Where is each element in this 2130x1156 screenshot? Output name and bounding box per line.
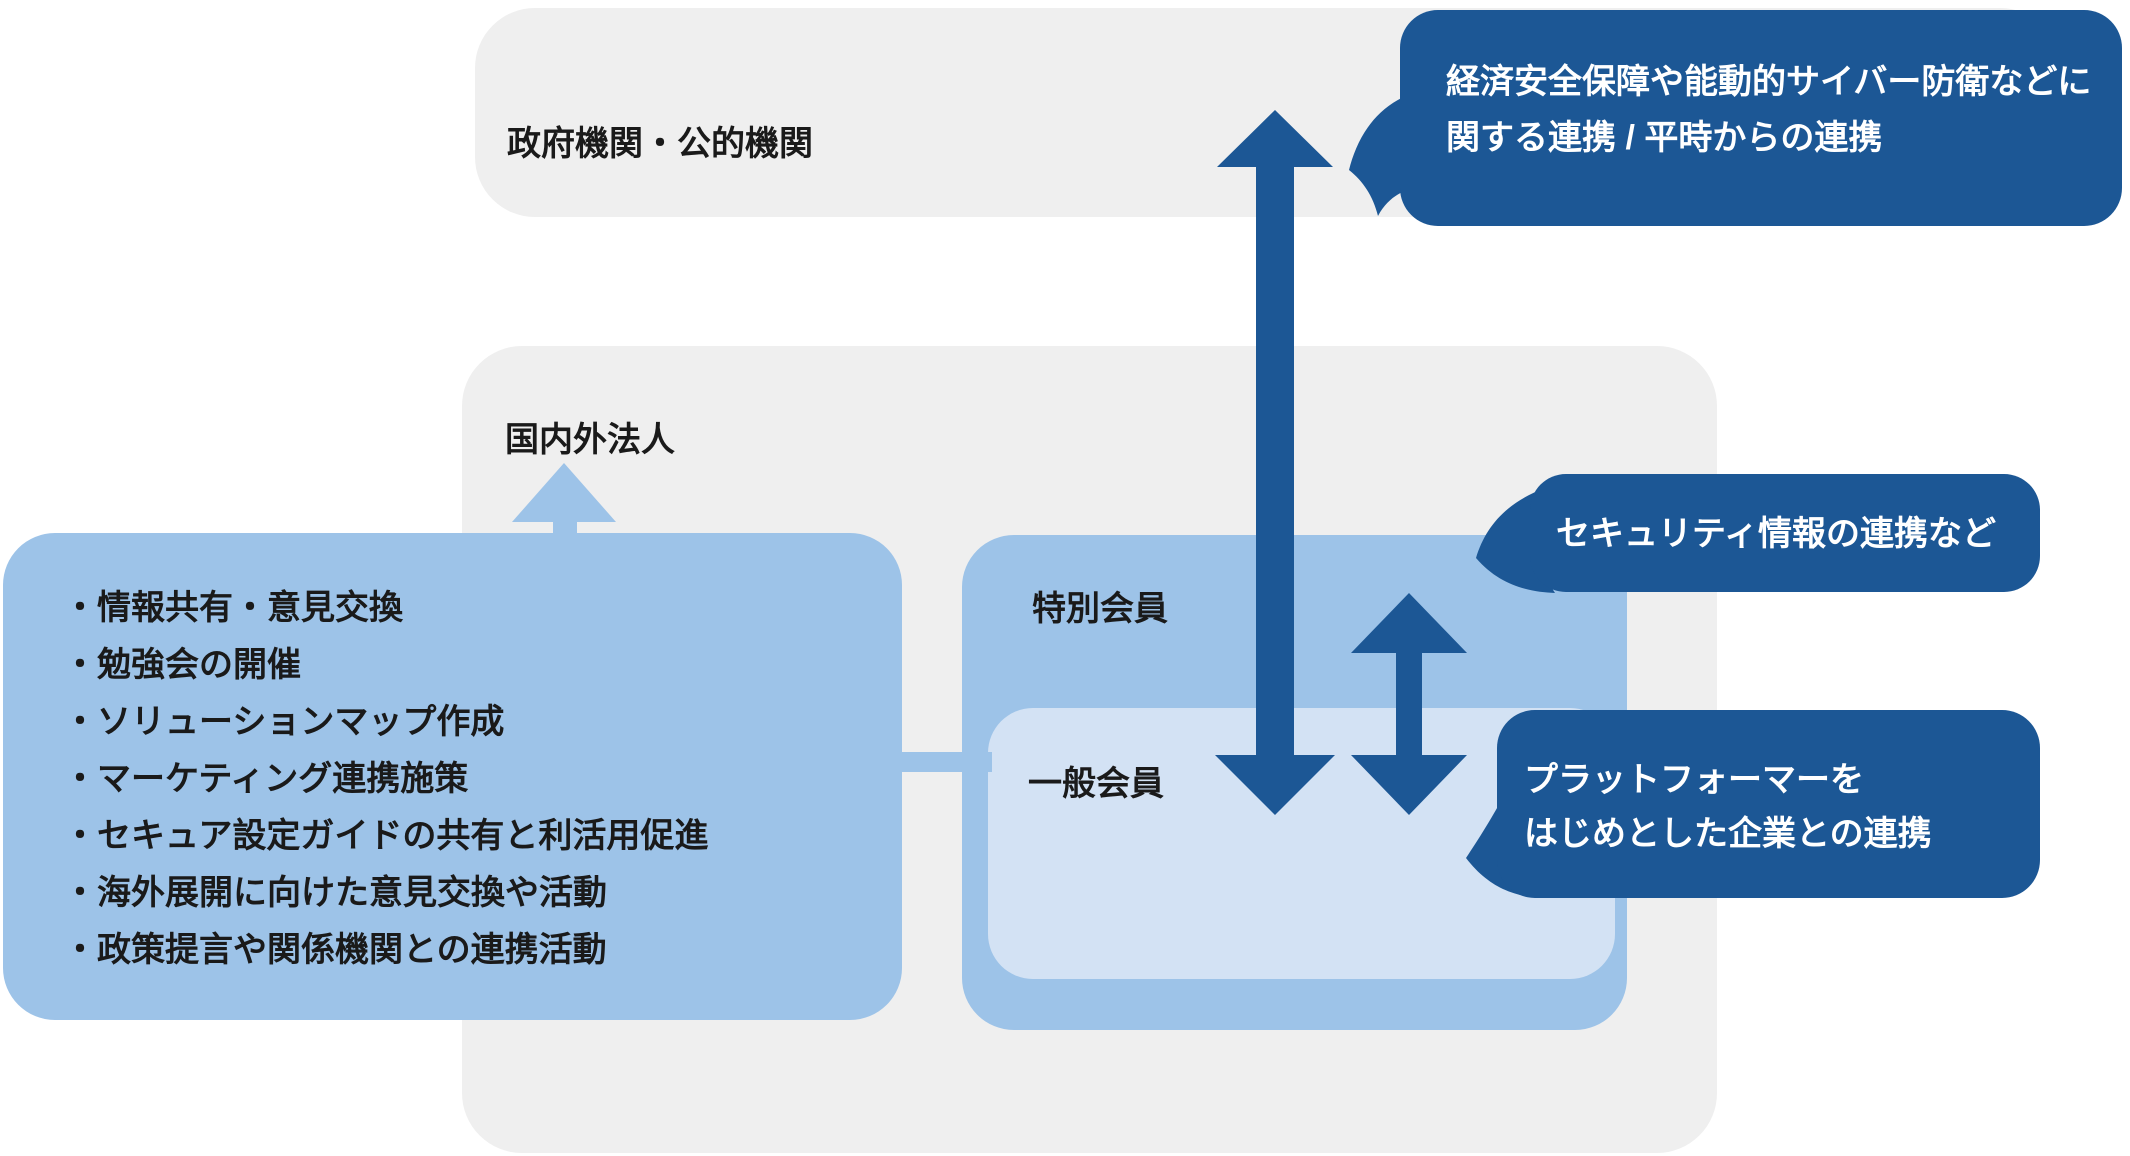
activities-box <box>3 533 902 1020</box>
platformer-bubble <box>1497 710 2040 898</box>
platformer-bubble-line2: はじめとした企業との連携 <box>1524 815 1932 853</box>
security-info-bubble-text: セキュリティ情報の連携など <box>1556 515 1996 553</box>
activities-item-5: ・セキュア設定ガイドの共有と利活用促進 <box>63 817 709 855</box>
general-member-label: 一般会員 <box>1028 765 1164 803</box>
activities-member-connector <box>896 752 992 772</box>
activities-item-6: ・海外展開に向けた意見交換や活動 <box>63 874 607 912</box>
government-link-bubble <box>1400 10 2122 226</box>
activities-item-1: ・情報共有・意見交換 <box>63 589 403 627</box>
government-link-bubble-line2: 関する連携 / 平時からの連携 <box>1446 119 1883 157</box>
special-member-label: 特別会員 <box>1032 590 1168 628</box>
activities-item-7: ・政策提言や関係機関との連携活動 <box>63 931 607 969</box>
platformer-bubble-line1: プラットフォーマーを <box>1524 761 1864 799</box>
activities-item-4: ・マーケティング連携施策 <box>63 760 469 798</box>
government-link-bubble-line1: 経済安全保障や能動的サイバー防衛などに <box>1446 63 2092 101</box>
activities-list: ・情報共有・意見交換 ・勉強会の開催 ・ソリューションマップ作成 ・マーケティン… <box>63 580 708 979</box>
activities-item-3: ・ソリューションマップ作成 <box>63 703 505 741</box>
activities-item-2: ・勉強会の開催 <box>63 646 301 684</box>
government-box-label: 政府機関・公的機関 <box>507 125 813 163</box>
security-info-bubble <box>1530 474 2040 592</box>
corporations-box-label: 国内外法人 <box>505 421 675 459</box>
